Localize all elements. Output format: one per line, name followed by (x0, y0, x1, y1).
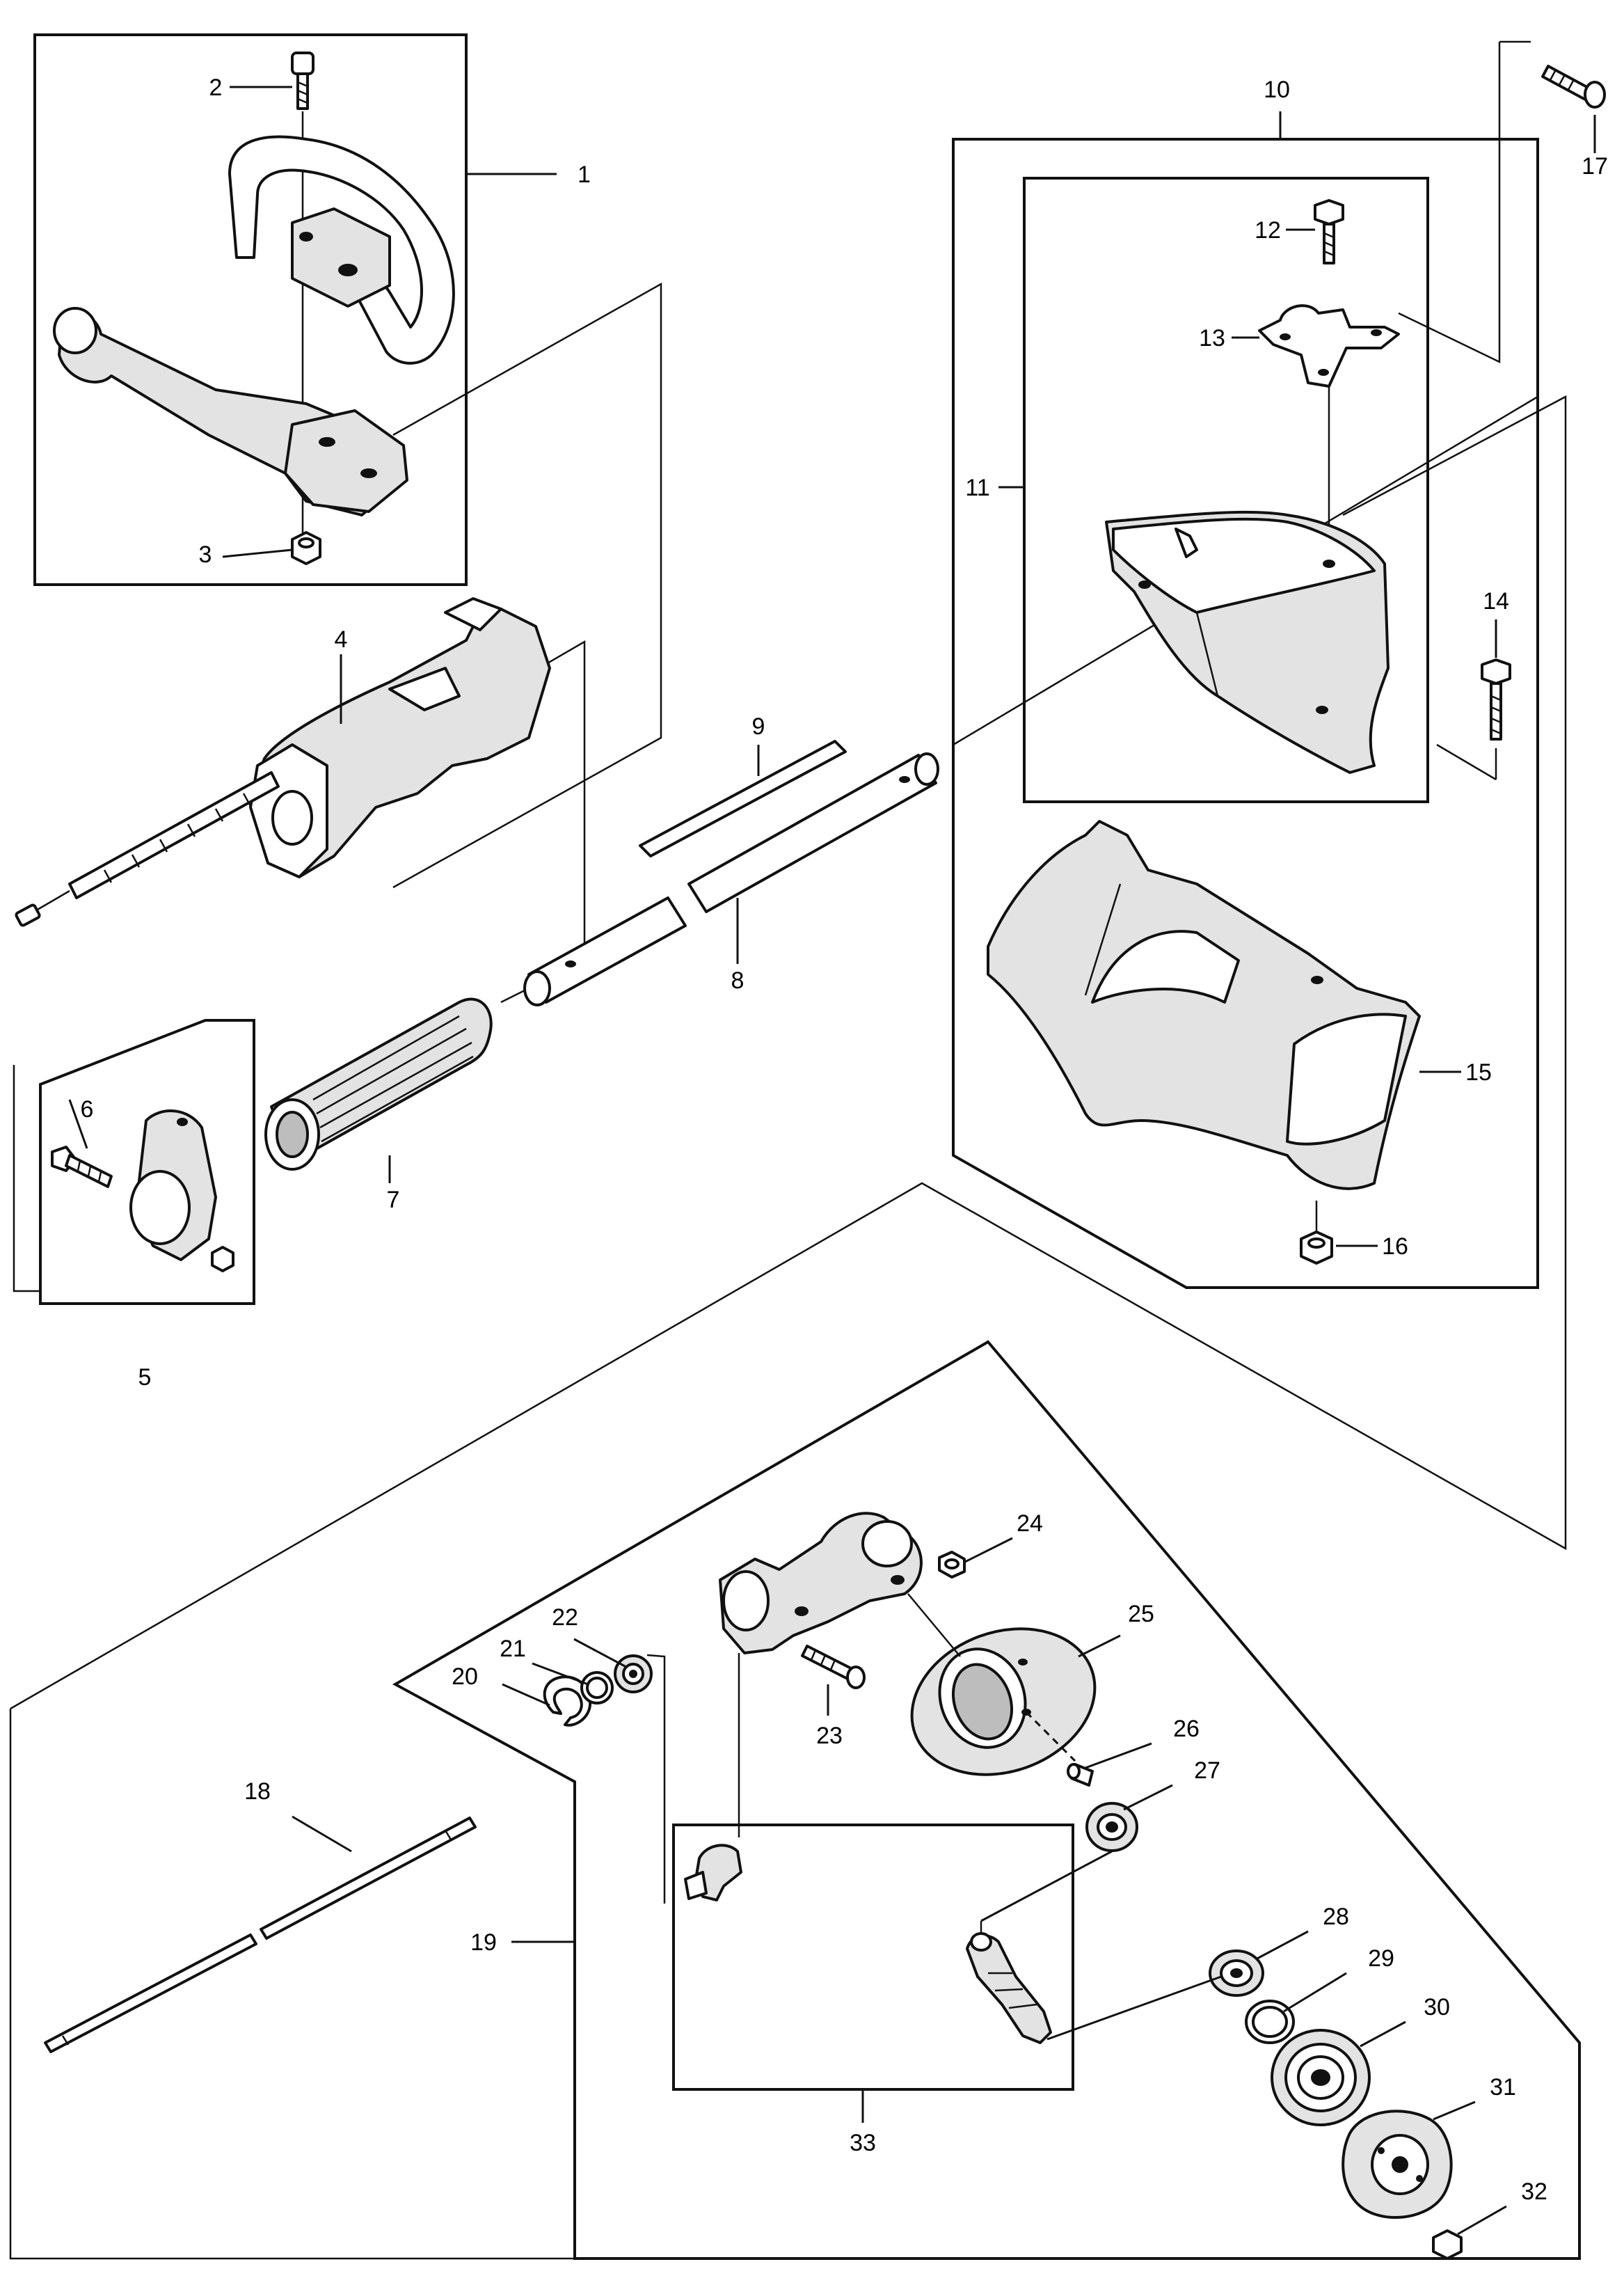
shaft-tube-part (523, 752, 939, 1006)
callout-21: 21 (500, 1636, 526, 1662)
callout-28: 28 (1323, 1904, 1349, 1930)
callout-8: 8 (731, 967, 745, 994)
callout-labels: 1 2 3 4 5 6 7 8 9 10 11 12 13 14 15 16 1… (81, 74, 1608, 2205)
loop-handle-part (53, 135, 455, 516)
small-screw-part (1067, 1763, 1094, 1787)
callout-15: 15 (1465, 1059, 1492, 1086)
upper-guard-part (1105, 510, 1390, 774)
holder-part (1271, 2029, 1371, 2126)
callout-29: 29 (1368, 1945, 1394, 1972)
upper-bearing-part (1085, 1802, 1138, 1852)
callout-9: 9 (752, 713, 765, 740)
handle-assembly-frame (33, 33, 468, 586)
clamp-bolt-part (51, 1146, 113, 1188)
callout-12: 12 (1255, 217, 1281, 244)
callout-24: 24 (1017, 1510, 1043, 1537)
guard-subassembly-frame (1023, 177, 1429, 803)
callout-5: 5 (138, 1364, 152, 1391)
callout-10: 10 (1264, 77, 1290, 103)
throttle-housing-part (15, 597, 551, 927)
drive-shaft-part (44, 1817, 477, 2053)
flat-strip-part (639, 740, 847, 857)
handle-nut-part (291, 531, 321, 565)
guard-nut-part (1300, 1201, 1333, 1265)
guard-bracket-part (1258, 304, 1400, 388)
callout-3: 3 (199, 541, 212, 568)
retaining-ring-21-part (580, 1671, 614, 1704)
callout-27: 27 (1194, 1757, 1220, 1784)
gear-head-bolt-part (938, 1551, 966, 1579)
callout-6: 6 (81, 1096, 94, 1123)
callout-7: 7 (387, 1187, 400, 1213)
gear-head-part (719, 1512, 923, 1837)
callout-18: 18 (244, 1778, 271, 1805)
grip-clamp-part (129, 1109, 234, 1272)
cover-plate-part (907, 1593, 1097, 1776)
callout-33: 33 (850, 2130, 876, 2156)
callout-4: 4 (335, 626, 348, 653)
guard-assembly-frame (952, 138, 1539, 1289)
lower-bearing-part (1209, 1949, 1264, 1997)
callout-14: 14 (1483, 588, 1509, 615)
guard-bolt-top-part (1541, 65, 1606, 109)
guard-screw-side-part (1436, 658, 1511, 781)
callout-17: 17 (1582, 153, 1608, 180)
callout-32: 32 (1521, 2178, 1547, 2205)
gear-shaft-kit-frame (672, 1824, 1074, 2091)
callout-1: 1 (578, 161, 591, 188)
bevel-gear-part (684, 1844, 1052, 2044)
gear-case-bolt-part (801, 1645, 866, 1689)
callout-30: 30 (1424, 1994, 1450, 2020)
retaining-ring-20-part (543, 1675, 592, 1727)
callout-25: 25 (1128, 1601, 1154, 1627)
callout-19: 19 (470, 1929, 497, 1956)
nut-32-part (1432, 2229, 1463, 2260)
callout-20: 20 (452, 1663, 478, 1690)
receiver-part (1342, 2110, 1453, 2219)
bearing-22-part (614, 1654, 666, 1904)
callout-13: 13 (1199, 325, 1225, 351)
callout-22: 22 (552, 1604, 578, 1631)
callout-26: 26 (1173, 1716, 1200, 1742)
clamp-kit-frame (39, 1019, 255, 1305)
callout-2: 2 (209, 74, 223, 101)
foam-grip-part (264, 997, 493, 1171)
leader-lines (68, 86, 1596, 2236)
callout-16: 16 (1382, 1233, 1408, 1260)
callout-31: 31 (1490, 2074, 1516, 2101)
callout-11: 11 (965, 475, 989, 501)
lower-guard-part (987, 820, 1421, 1190)
retaining-ring-lower-part (1245, 2000, 1295, 2044)
callout-23: 23 (816, 1723, 843, 1749)
